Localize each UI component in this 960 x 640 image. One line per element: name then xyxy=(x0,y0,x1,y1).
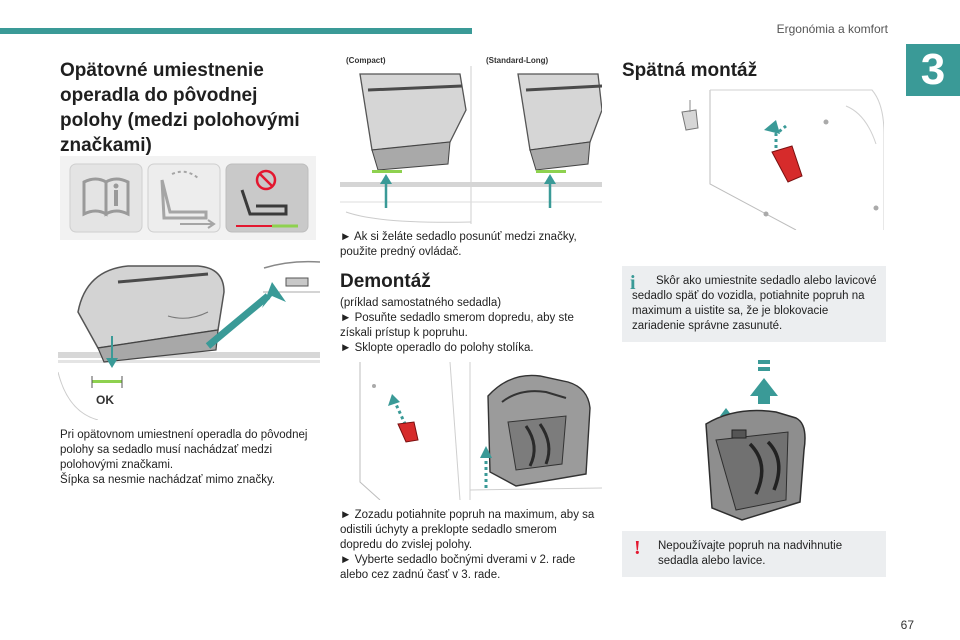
warning-notice-box: ! Nepoužívajte popruh na nadvihnutie sed… xyxy=(622,531,886,577)
warning-icon: ! xyxy=(634,537,641,559)
figure-folded-seat-lift xyxy=(676,360,826,522)
info-notice-text: Skôr ako umiestnite sedadlo alebo lavico… xyxy=(632,275,877,332)
figure-seat-reposition-ok: OK xyxy=(58,252,320,420)
paragraph-seat-between-marks: Pri opätovnom umiestnení operadla do pôv… xyxy=(60,429,308,471)
removal-example-note: (príklad samostatného sedadla) xyxy=(340,297,502,309)
warning-notice-text: Nepoužívajte popruh na nadvihnutie sedad… xyxy=(658,540,843,567)
info-notice-box: i Skôr ako umiestnite sedadlo alebo lavi… xyxy=(622,266,886,342)
text-removal-steps-1: (príklad samostatného sedadla) ► Posuňte… xyxy=(340,296,602,356)
removal-step-slide: ► Posuňte sedadlo smerom dopredu, aby st… xyxy=(340,312,574,339)
paragraph-arrow-not-outside: Šípka sa nesmie nachádzať mimo značky. xyxy=(60,474,276,486)
figure-strap-handle xyxy=(676,84,884,230)
removal-step-fold: ► Sklopte operadlo do polohy stolíka. xyxy=(340,342,534,354)
text-reposition-explanation: Pri opätovnom umiestnení operadla do pôv… xyxy=(60,428,322,488)
section-title: Ergonómia a komfort xyxy=(776,22,888,36)
chapter-number-tab: 3 xyxy=(906,44,960,96)
page-number: 67 xyxy=(900,618,914,632)
label-compact: (Compact) xyxy=(346,56,386,65)
removal-step-pull-strap: ► Zozadu potiahnite popruh na maximum, a… xyxy=(340,509,595,551)
heading-backrest-reposition: Opätovné umiestnenie operadla do pôvodne… xyxy=(60,60,300,156)
info-icon: i xyxy=(630,272,636,294)
heading-removal: Demontáž xyxy=(340,271,431,292)
heading-reinstallation: Spätná montáž xyxy=(622,60,758,81)
figure-strap-pull-removal xyxy=(340,362,602,500)
label-standard-long: (Standard-Long) xyxy=(486,56,549,65)
figure-label-ok: OK xyxy=(96,393,114,407)
figure-compact-standard-seats: (Compact) (Standard-Long) xyxy=(340,52,602,224)
text-removal-steps-2: ► Zozadu potiahnite popruh na maximum, a… xyxy=(340,508,602,583)
pictogram-strip xyxy=(60,156,316,240)
header-accent-bar xyxy=(0,28,472,34)
text-front-control-step: ► Ak si želáte sedadlo posunúť medzi zna… xyxy=(340,231,577,258)
removal-step-take-out: ► Vyberte sedadlo bočnými dverami v 2. r… xyxy=(340,554,576,581)
